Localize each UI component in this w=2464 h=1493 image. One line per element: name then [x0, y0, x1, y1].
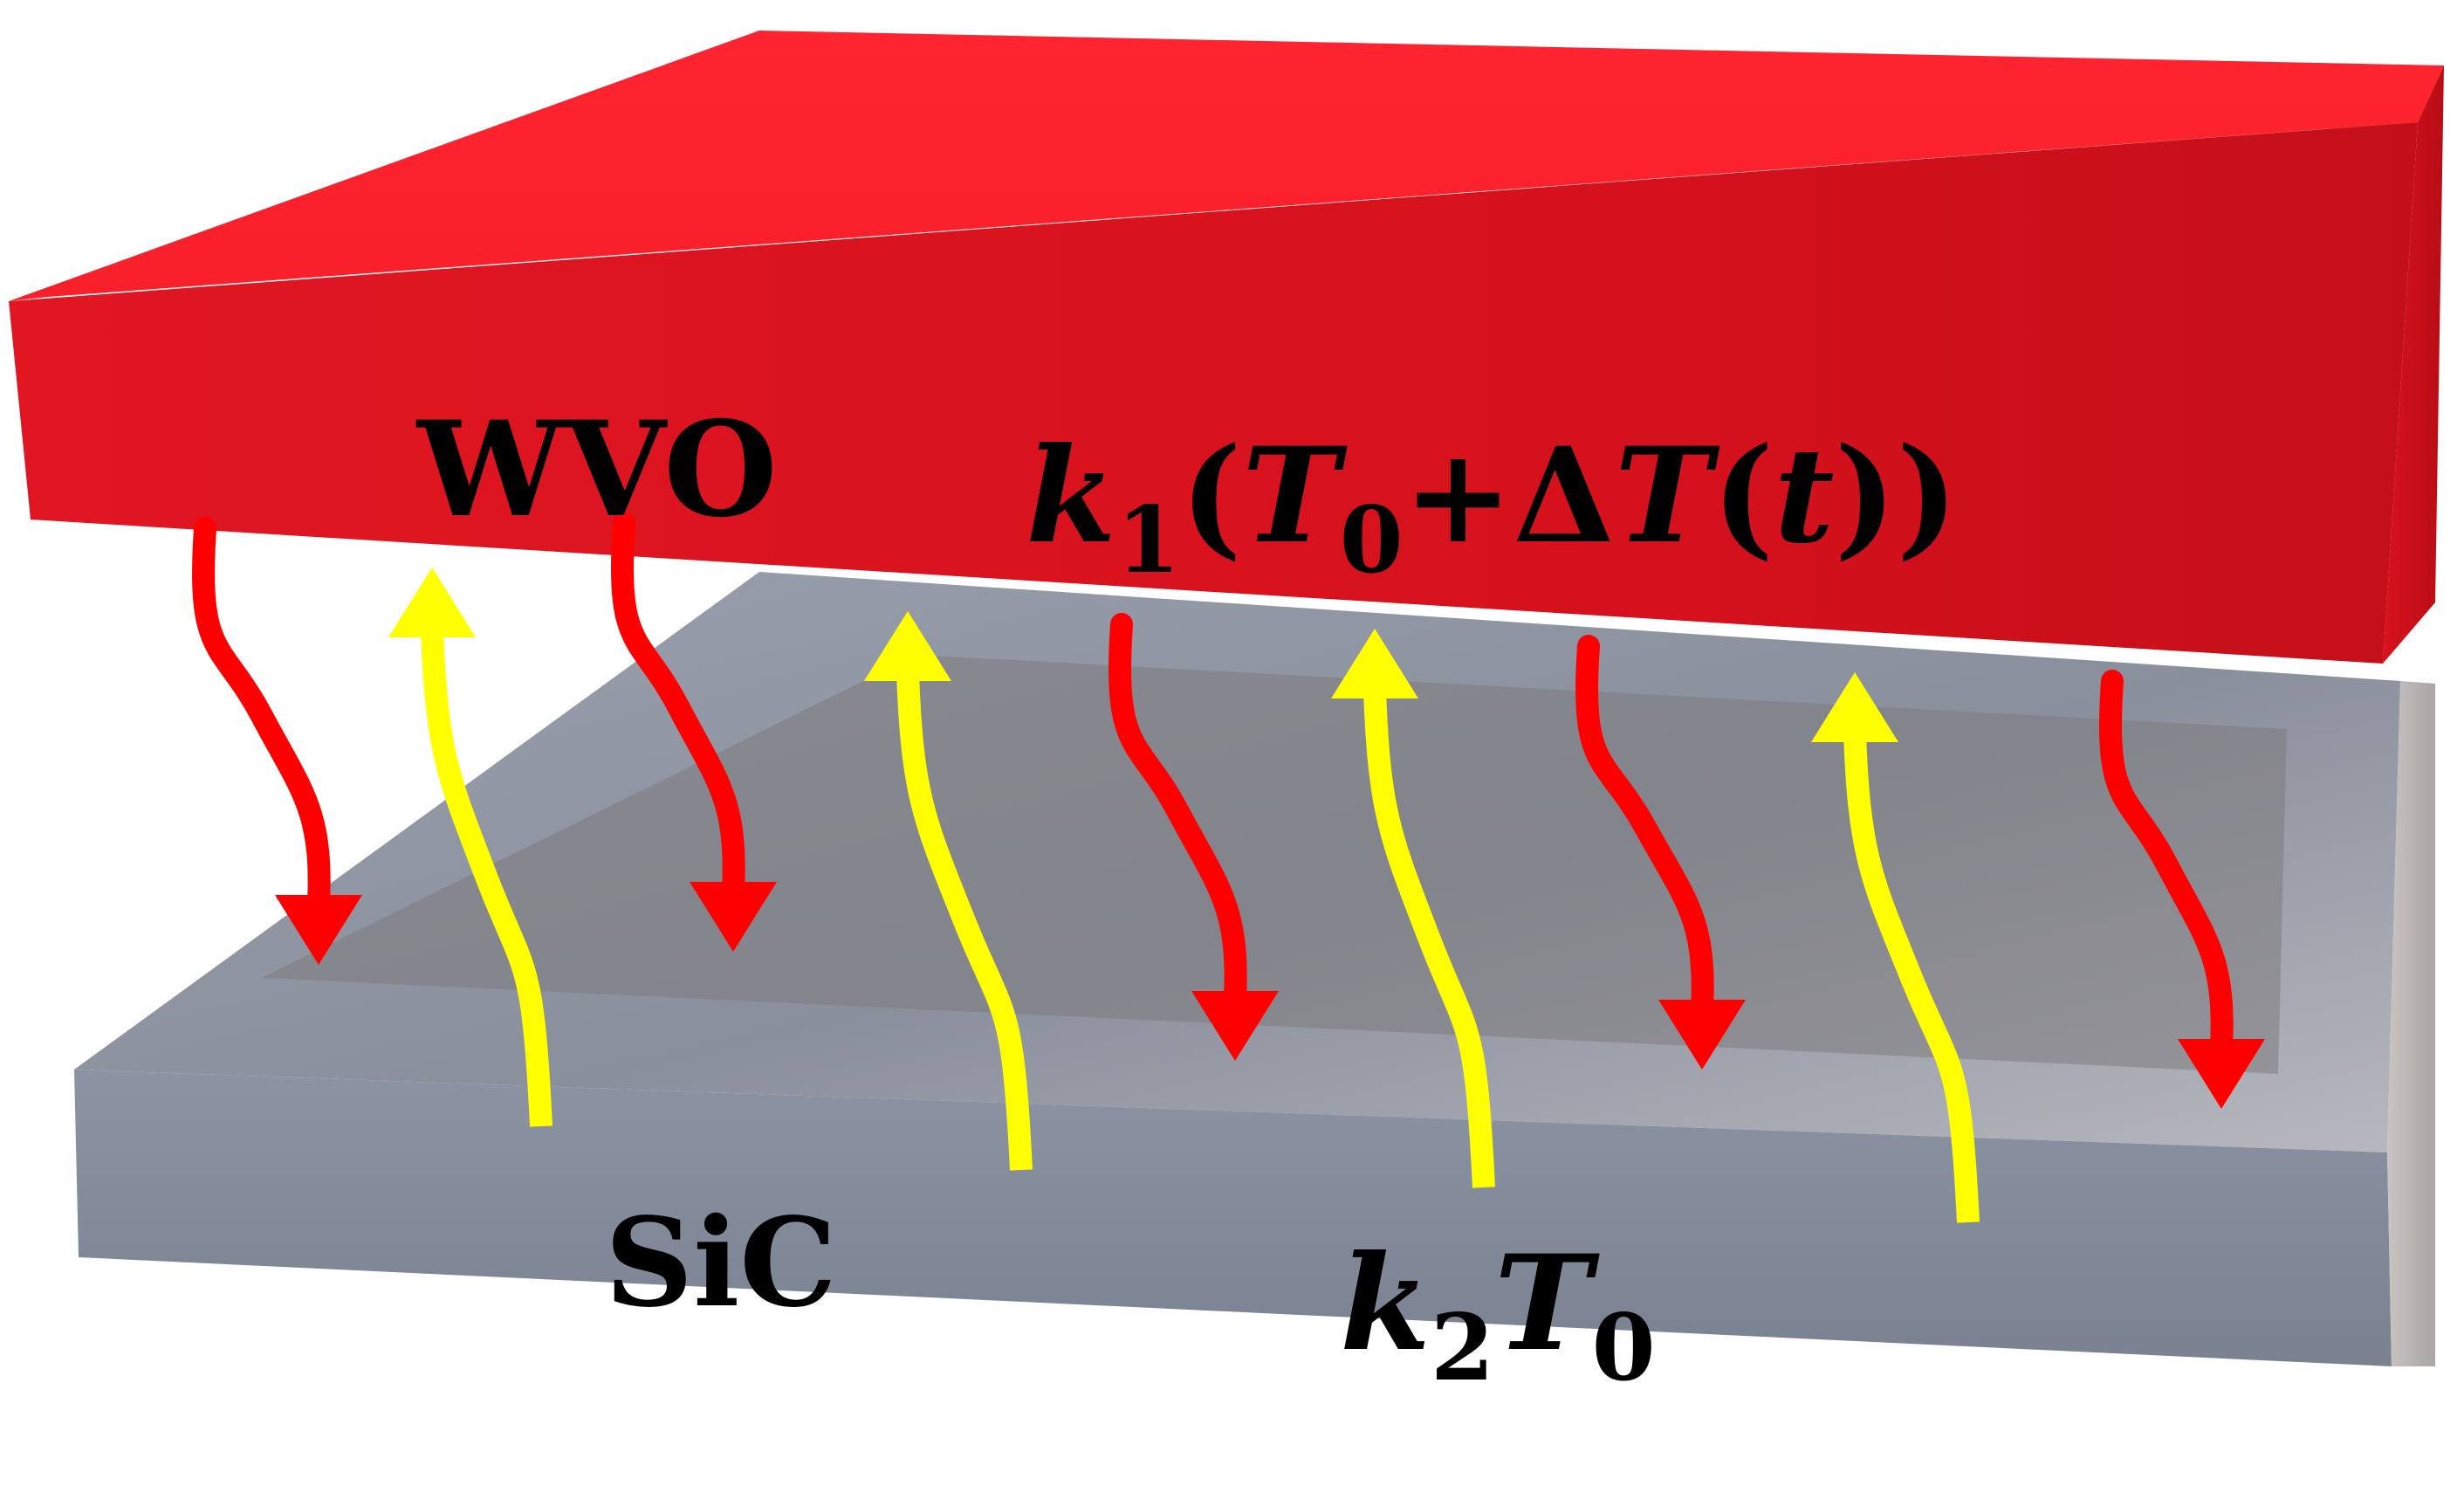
wvo-front-face [9, 122, 2418, 664]
wvo-formula-close-parens: )) [1835, 419, 1959, 573]
wvo-formula-plus-delta: +Δ [1404, 419, 1615, 573]
absorption-arrowhead-4 [1811, 672, 1898, 742]
wvo-top-face [9, 31, 2444, 301]
sic-label: SiC [605, 1192, 837, 1335]
wvo-slab [9, 31, 2444, 664]
emission-arrow-3 [1108, 613, 1247, 1011]
absorption-arrowhead-1 [388, 568, 476, 637]
sic-slab [74, 572, 2435, 1366]
wvo-formula-time: t [1774, 419, 1834, 573]
sic-front-face [74, 1070, 2392, 1366]
sic-formula-t: T [1494, 1227, 1600, 1380]
wvo-formula-t2: T [1615, 419, 1720, 573]
absorption-arrowhead-3 [1331, 629, 1418, 698]
emission-arrowhead-1 [275, 895, 362, 965]
emission-arrowhead-3 [1191, 991, 1279, 1061]
wvo-formula-k: k [1026, 419, 1116, 573]
sic-formula: k2T0 [1340, 1227, 1656, 1401]
sic-right-face [2387, 681, 2435, 1366]
emission-arrow-4 [1575, 635, 1714, 1020]
sic-formula-k: k [1340, 1227, 1431, 1380]
sic-formula-t-subscript: 0 [1592, 1293, 1656, 1401]
absorption-arrow-2 [896, 671, 1033, 1171]
emission-arrow-1 [192, 517, 331, 915]
wvo-formula-t-subscript: 0 [1340, 485, 1404, 594]
wvo-label: WVO [415, 393, 778, 547]
wvo-formula-open-paren-2: ( [1712, 419, 1774, 573]
sic-inner-shadow [262, 655, 2287, 1074]
wvo-formula-t: T [1242, 419, 1348, 573]
wvo-formula-k-subscript: 1 [1116, 485, 1180, 594]
emission-arrow-5 [2099, 670, 2234, 1059]
wvo-right-face [2383, 65, 2444, 664]
radiation-arrows [192, 513, 2265, 1223]
emission-arrowhead-2 [690, 882, 777, 952]
emission-arrowhead-5 [2178, 1039, 2265, 1109]
absorption-arrowhead-2 [864, 611, 951, 681]
absorption-arrow-4 [1843, 733, 1980, 1223]
emission-arrow-2 [611, 513, 745, 902]
wvo-formula-open-paren: ( [1180, 419, 1242, 573]
absorption-arrow-3 [1363, 689, 1495, 1188]
absorption-arrow-1 [421, 628, 553, 1127]
emission-arrowhead-4 [1658, 1000, 1746, 1070]
wvo-formula: k1(T0+ΔT(t)) [1026, 419, 1959, 594]
sic-formula-k-subscript: 2 [1431, 1293, 1494, 1401]
